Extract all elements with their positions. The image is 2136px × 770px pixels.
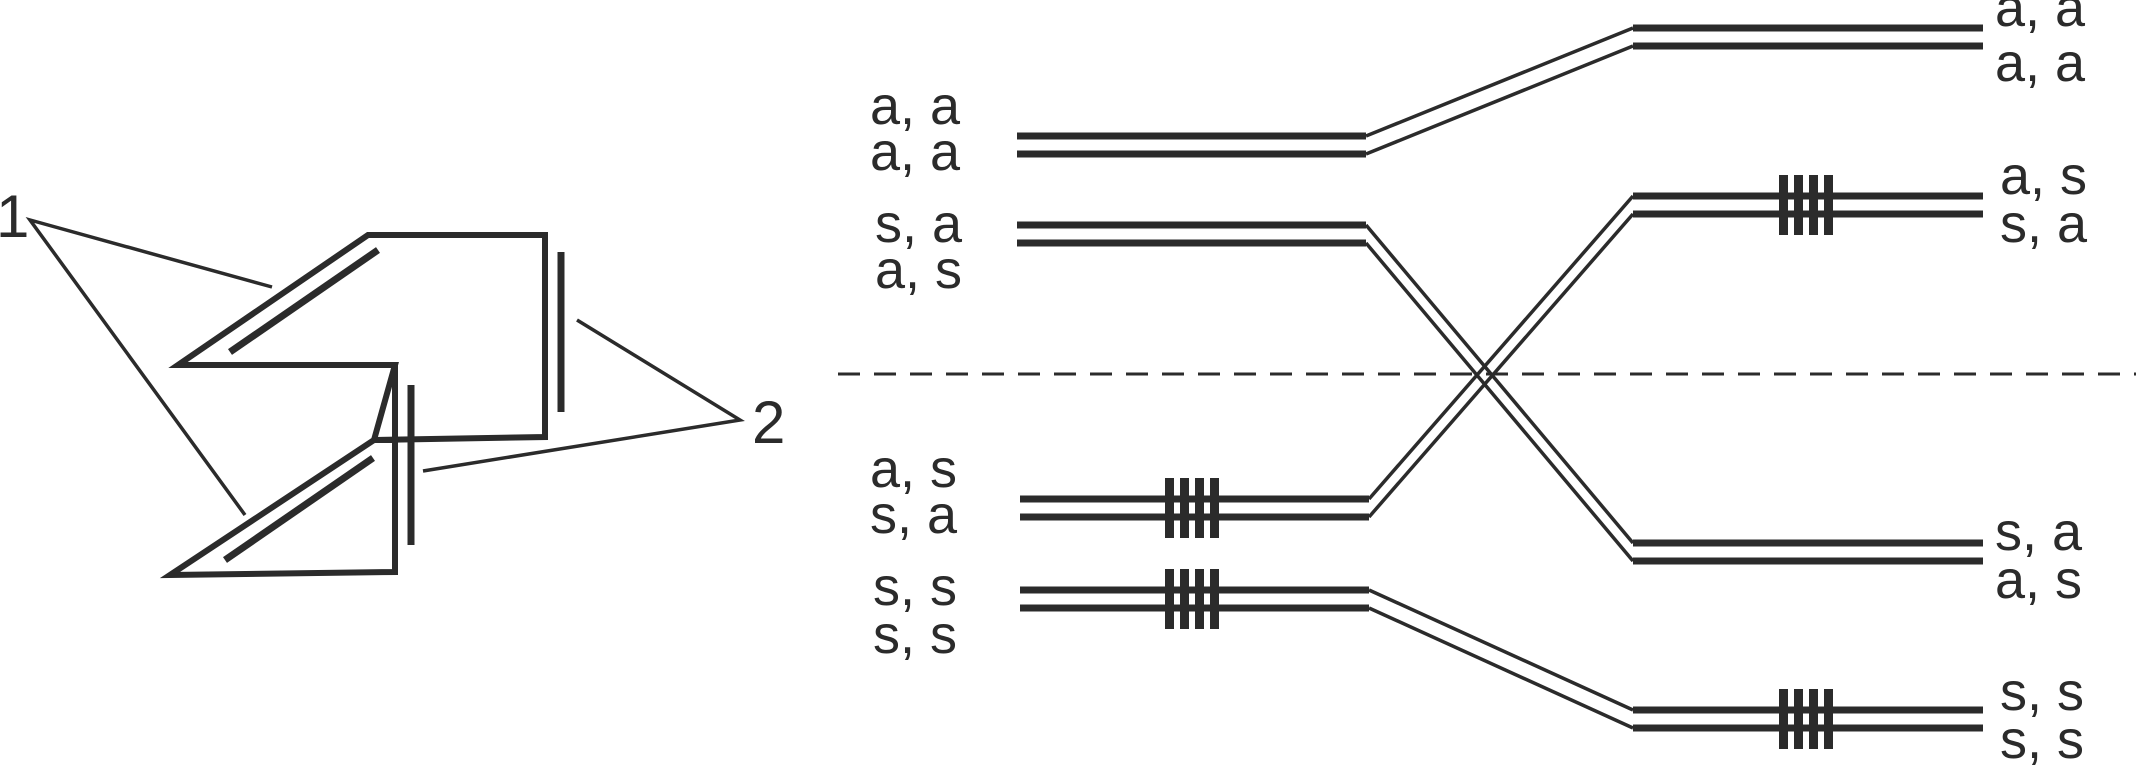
- upper-ring: [168, 232, 548, 444]
- hatch-right-ss: [1779, 689, 1833, 749]
- right-label-as-2: s, a: [2000, 194, 2088, 254]
- hatch-marks: [1165, 175, 1833, 749]
- left-label-as-2: s, a: [870, 485, 958, 545]
- right-label-sa-2: a, s: [1995, 550, 2082, 610]
- right-label-ss-2: s, s: [2000, 710, 2084, 770]
- callout-2-lines: [422, 318, 745, 473]
- lower-ring-double-bond: [223, 455, 375, 563]
- connector-sa-1: [1364, 223, 1635, 545]
- callout-lines: [25, 216, 745, 517]
- upper-ring-double-bond: [228, 247, 380, 355]
- callout-label-1: 1: [0, 183, 29, 250]
- connector-sa-2: [1364, 241, 1635, 563]
- connector-ss-2: [1368, 606, 1634, 730]
- right-label-as-1: a, s: [2000, 146, 2087, 206]
- callout-1-lines: [25, 216, 273, 517]
- left-label-ss-1: s, s: [873, 557, 957, 617]
- hatch-left-as: [1165, 478, 1219, 538]
- left-label-as-1: a, s: [870, 439, 957, 499]
- left-label-ss-2: s, s: [873, 605, 957, 665]
- left-label-aa-1: a, a: [870, 76, 961, 136]
- right-label-ss-1: s, s: [2000, 662, 2084, 722]
- right-label-aa-2: a, a: [1995, 33, 2086, 93]
- correlation-lines: [1364, 26, 1635, 730]
- left-labels: a, a a, a s, a a, s a, s s, a s, s s, s: [870, 76, 963, 665]
- right-labels: a, a a, a a, s s, a s, a a, s s, s s, s: [1995, 0, 2088, 770]
- connector-aa-1: [1365, 26, 1634, 138]
- lower-ring: [159, 437, 398, 579]
- left-levels: [1017, 132, 1369, 612]
- right-label-aa-1: a, a: [1995, 0, 2086, 38]
- connector-as-2: [1367, 212, 1635, 519]
- right-label-sa-1: s, a: [1995, 502, 2083, 562]
- molecule-structure: [159, 232, 565, 579]
- left-label-aa-2: a, a: [870, 122, 961, 182]
- right-levels: [1633, 24, 1983, 732]
- left-label-sa-2: a, s: [875, 240, 962, 300]
- connector-ss-1: [1368, 588, 1634, 712]
- hatch-right-as: [1779, 175, 1833, 235]
- connector-aa-2: [1365, 44, 1634, 156]
- hatch-left-ss: [1165, 569, 1219, 629]
- connector-as-1: [1367, 194, 1635, 501]
- left-label-sa-1: s, a: [875, 194, 963, 254]
- callout-label-2: 2: [752, 389, 785, 456]
